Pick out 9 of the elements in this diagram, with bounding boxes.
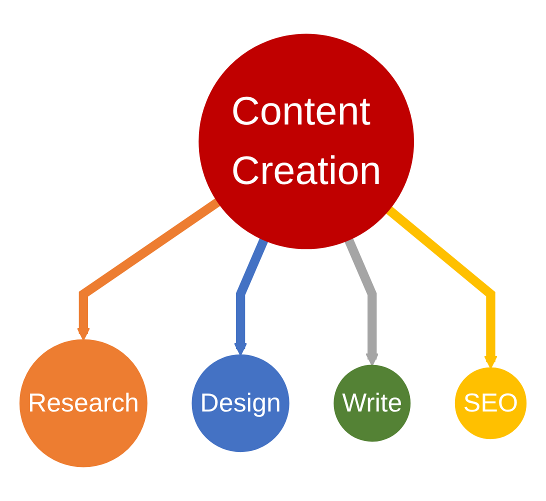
- arrow: [344, 238, 379, 366]
- circle-node: Research: [19, 339, 148, 468]
- circle-node: Write: [334, 364, 411, 442]
- circle-node: Content Creation: [198, 34, 414, 250]
- arrow: [234, 238, 268, 356]
- arrow: [76, 198, 221, 341]
- arrow: [386, 206, 498, 369]
- circle-node: Design: [192, 354, 290, 452]
- circle-node: SEO: [454, 367, 527, 440]
